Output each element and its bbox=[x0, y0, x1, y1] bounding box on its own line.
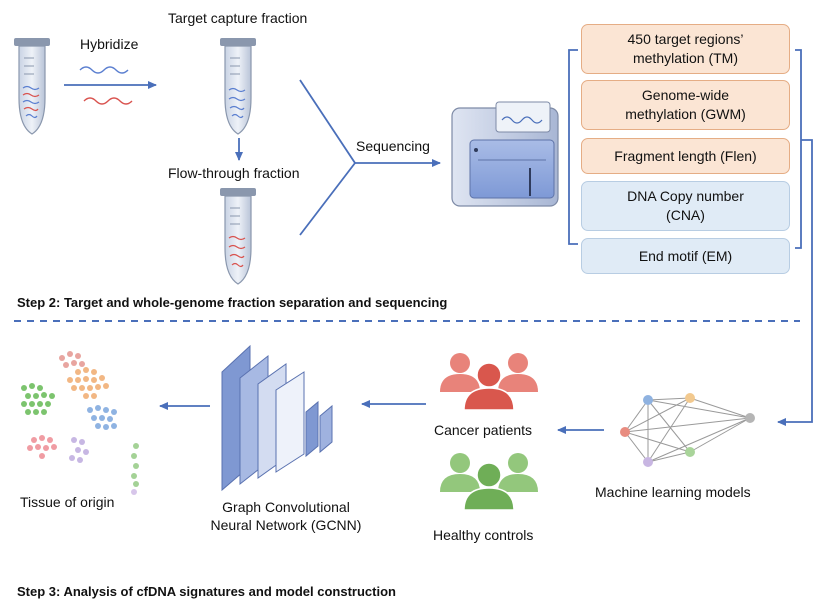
target-capture-label: Target capture fraction bbox=[168, 10, 308, 26]
flow-through-tube-icon bbox=[220, 188, 256, 285]
feature-label-line1: Genome-wide bbox=[641, 87, 730, 103]
feature-box-gwm: Genome-wide methylation (GWM) bbox=[581, 80, 790, 130]
healthy-controls-label: Healthy controls bbox=[433, 527, 534, 543]
feature-label: End motif (EM) bbox=[638, 247, 733, 264]
healthy-controls-icon bbox=[440, 453, 538, 511]
feature-box-tm: 450 target regions’ methylation (TM) bbox=[581, 24, 790, 74]
feature-label-line2: (CNA) bbox=[666, 207, 705, 223]
left-bracket bbox=[568, 49, 578, 245]
hybridize-label: Hybridize bbox=[80, 36, 139, 52]
flow-through-label: Flow-through fraction bbox=[168, 165, 300, 181]
sample-tube-icon bbox=[14, 38, 50, 135]
gcnn-label: Graph Convolutional Neural Network (GCNN… bbox=[196, 498, 376, 534]
feature-label-line2: methylation (GWM) bbox=[625, 106, 746, 122]
sequencer-icon bbox=[451, 101, 559, 207]
probe-waves-icon bbox=[79, 66, 133, 105]
tissue-clusters-icon bbox=[21, 351, 139, 495]
merge-lines bbox=[299, 79, 357, 236]
network-graph-icon bbox=[620, 393, 755, 467]
feature-label-line2: methylation (TM) bbox=[632, 50, 739, 66]
feature-box-flen: Fragment length (Flen) bbox=[581, 138, 790, 174]
gcnn-label-line2: Neural Network (GCNN) bbox=[210, 517, 362, 533]
feature-label-line1: DNA Copy number bbox=[627, 188, 744, 204]
gcnn-label-line1: Graph Convolutional bbox=[222, 499, 350, 515]
feature-box-cna: DNA Copy number (CNA) bbox=[581, 181, 790, 231]
step3-title: Step 3: Analysis of cfDNA signatures and… bbox=[17, 584, 396, 599]
step2-title: Step 2: Target and whole-genome fraction… bbox=[17, 295, 448, 310]
right-bracket bbox=[795, 49, 802, 249]
feature-label: Fragment length (Flen) bbox=[614, 147, 757, 164]
ml-models-label: Machine learning models bbox=[595, 484, 751, 500]
feature-label-line1: 450 target regions’ bbox=[627, 31, 744, 47]
target-capture-tube-icon bbox=[220, 38, 256, 135]
cancer-patients-icon bbox=[440, 353, 538, 411]
features-to-ml-arrow bbox=[777, 139, 813, 426]
feature-box-em: End motif (EM) bbox=[581, 238, 790, 274]
tissue-label: Tissue of origin bbox=[20, 494, 115, 510]
gcnn-layers-icon bbox=[221, 344, 333, 492]
cancer-patients-label: Cancer patients bbox=[434, 422, 533, 438]
sequencing-label: Sequencing bbox=[356, 138, 430, 154]
